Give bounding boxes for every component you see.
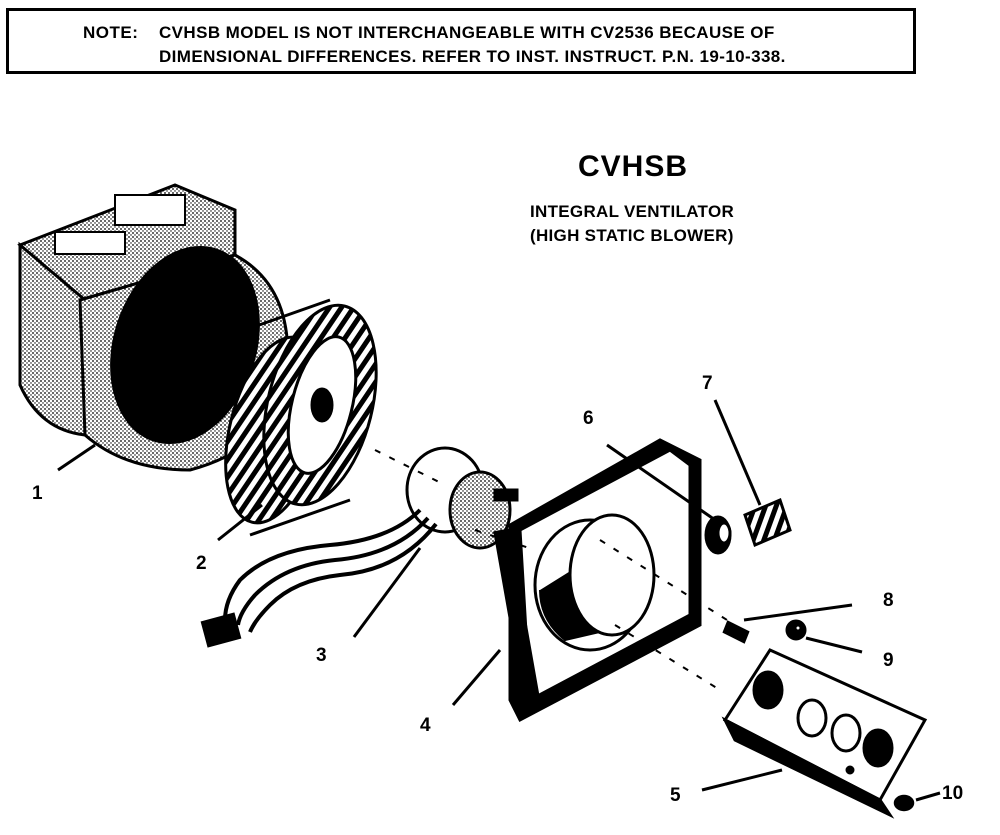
grommet	[785, 619, 807, 641]
leader-6	[606, 443, 719, 524]
leader-2	[217, 503, 263, 542]
note-box: NOTE: CVHSB MODEL IS NOT INTERCHANGEABLE…	[6, 8, 916, 74]
description-line-2: (HIGH STATIC BLOWER)	[530, 226, 734, 245]
motor	[200, 446, 519, 648]
leader-lines	[57, 399, 941, 802]
callout-6: 6	[583, 408, 594, 429]
nut	[893, 794, 915, 812]
switch	[743, 497, 792, 548]
leader-5	[701, 768, 783, 792]
model-title: CVHSB	[578, 150, 689, 183]
leader-9	[805, 636, 863, 654]
callout-7: 7	[702, 373, 713, 394]
note-text-line-2: DIMENSIONAL DIFFERENCES. REFER TO INST. …	[159, 47, 786, 66]
description-line-1: INTEGRAL VENTILATOR	[530, 202, 735, 221]
leader-4	[451, 649, 502, 706]
leader-1	[57, 443, 96, 472]
callout-10: 10	[942, 783, 964, 804]
leader-8	[743, 603, 853, 622]
note-label: NOTE:	[83, 23, 139, 42]
blower-housing	[17, 183, 290, 472]
callout-8: 8	[883, 590, 894, 611]
note-text-line-1: CVHSB MODEL IS NOT INTERCHANGEABLE WITH …	[159, 23, 775, 42]
callout-1: 1	[32, 483, 43, 504]
leader-7	[713, 399, 762, 506]
callout-9: 9	[883, 650, 894, 671]
callout-4: 4	[420, 715, 431, 736]
knob	[704, 515, 732, 555]
blower-wheel	[224, 298, 378, 537]
control-bracket	[721, 648, 928, 819]
assembly-lines	[374, 449, 736, 691]
screw	[722, 620, 750, 644]
callout-3: 3	[316, 645, 327, 666]
callout-5: 5	[670, 785, 681, 806]
mounting-plate	[493, 438, 702, 723]
leader-3	[352, 547, 422, 638]
leader-10	[915, 791, 941, 802]
callout-2: 2	[196, 553, 207, 574]
